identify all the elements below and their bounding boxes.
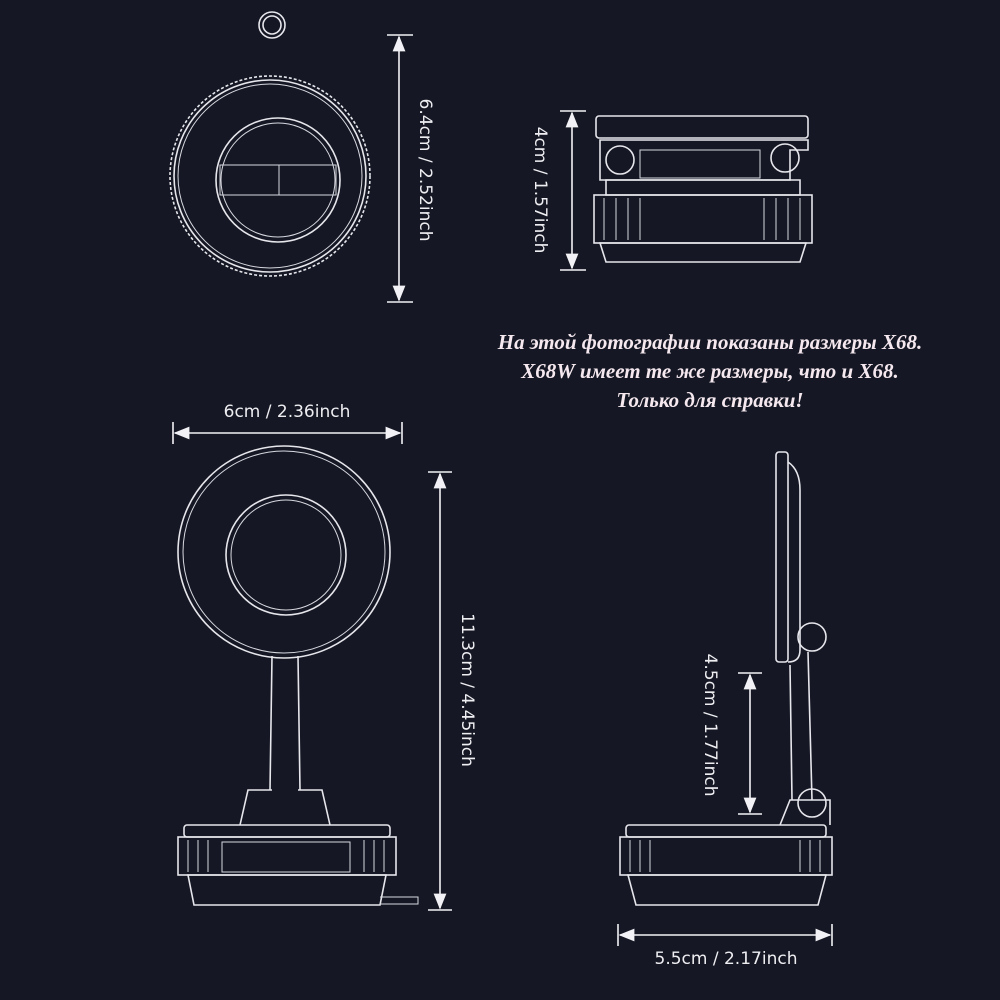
dimension-front-width: 6cm / 2.36inch xyxy=(172,402,403,444)
note-line-3: Только для справки! xyxy=(616,388,804,412)
label-top-side-height: 4cm / 1.57inch xyxy=(530,127,550,254)
holder-front-view xyxy=(177,445,419,906)
note-line-1: На этой фотографии показаны размеры X68. xyxy=(497,330,923,354)
magnet-head-front-view xyxy=(169,11,371,277)
note-line-2: X68W имеет те же размеры, что и X68. xyxy=(521,359,899,383)
dimension-front-total-height: 11.3cm / 4.45inch xyxy=(428,471,477,911)
label-side-arm-height: 4.5cm / 1.77inch xyxy=(700,654,720,797)
label-top-front-height: 6.4cm / 2.52inch xyxy=(415,99,435,242)
label-front-width: 6cm / 2.36inch xyxy=(224,402,351,422)
label-side-base-width: 5.5cm / 2.17inch xyxy=(655,949,798,969)
dimension-side-arm-height: 4.5cm / 1.77inch xyxy=(700,654,762,815)
holder-side-view xyxy=(619,451,833,906)
label-front-total-height: 11.3cm / 4.45inch xyxy=(457,613,477,767)
dimension-side-base-width: 5.5cm / 2.17inch xyxy=(617,924,833,969)
dimension-top-side-height: 4cm / 1.57inch xyxy=(530,110,586,271)
dimension-top-front-height: 6.4cm / 2.52inch xyxy=(387,34,435,303)
reference-note: На этой фотографии показаны размеры X68.… xyxy=(420,328,1000,415)
magnet-head-side-view xyxy=(593,115,813,263)
